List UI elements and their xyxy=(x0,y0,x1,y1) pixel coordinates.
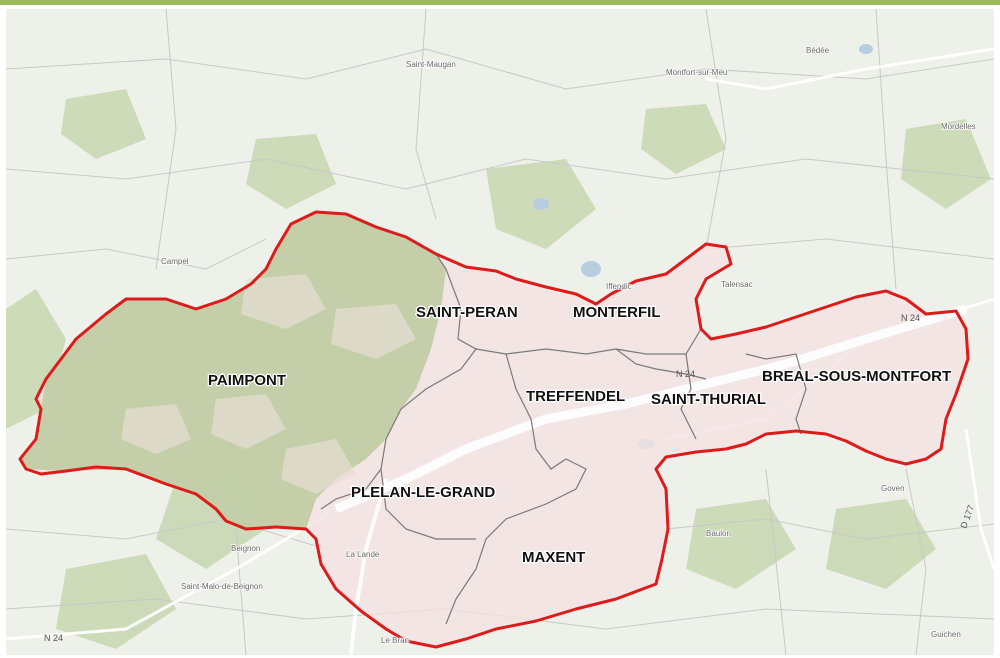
commune-label-breal-sous-montfort: BREAL-SOUS-MONTFORT xyxy=(762,368,951,385)
place-label: Talensac xyxy=(721,280,753,289)
place-label: Guichen xyxy=(931,630,961,639)
map-canvas: Saint-Maugan Montfort-sur-Meu Bédée Iffe… xyxy=(6,9,994,655)
place-label: Saint-Malo-de-Beignon xyxy=(181,582,263,591)
place-label: Saint-Maugan xyxy=(406,60,456,69)
place-labels: Saint-Maugan Montfort-sur-Meu Bédée Iffe… xyxy=(160,45,976,646)
place-label: Beignon xyxy=(231,544,260,553)
forest-clearings xyxy=(121,274,416,494)
minor-roads xyxy=(6,9,994,655)
place-label: Iffendic xyxy=(606,282,632,291)
place-label: Campel xyxy=(161,257,189,266)
road-label: N 24 xyxy=(901,313,920,323)
commune-label-paimpont: PAIMPONT xyxy=(208,372,286,389)
place-label: La Lande xyxy=(346,550,380,559)
place-label: Goven xyxy=(881,484,905,493)
commune-label-monterfil: MONTERFIL xyxy=(573,304,661,321)
place-label: Le Bran xyxy=(381,636,409,645)
n24-road xyxy=(334,304,968,514)
place-label: Bédée xyxy=(806,46,830,55)
place-label: Montfort-sur-Meu xyxy=(666,68,727,77)
commune-label-plelan-le-grand: PLELAN-LE-GRAND xyxy=(351,484,495,501)
commune-boundaries xyxy=(320,253,807,625)
commune-label-saint-peran: SAINT-PERAN xyxy=(416,304,518,321)
accent-bar xyxy=(0,0,1000,5)
commune-label-maxent: MAXENT xyxy=(522,549,585,566)
commune-labels: PAIMPONT SAINT-PERAN MONTERFIL TREFFENDE… xyxy=(207,303,953,568)
commune-label-treffendel: TREFFENDEL xyxy=(526,388,625,405)
road-label: N 24 xyxy=(44,633,63,643)
territory-outline xyxy=(18,210,970,649)
map-view[interactable]: Saint-Maugan Montfort-sur-Meu Bédée Iffe… xyxy=(6,9,994,655)
place-label: Baulon xyxy=(706,529,731,538)
road-label: N 24 xyxy=(676,369,695,379)
place-label: Mordelles xyxy=(941,122,976,131)
commune-label-saint-thurial: SAINT-THURIAL xyxy=(651,391,766,408)
south-road xyxy=(349,478,388,655)
